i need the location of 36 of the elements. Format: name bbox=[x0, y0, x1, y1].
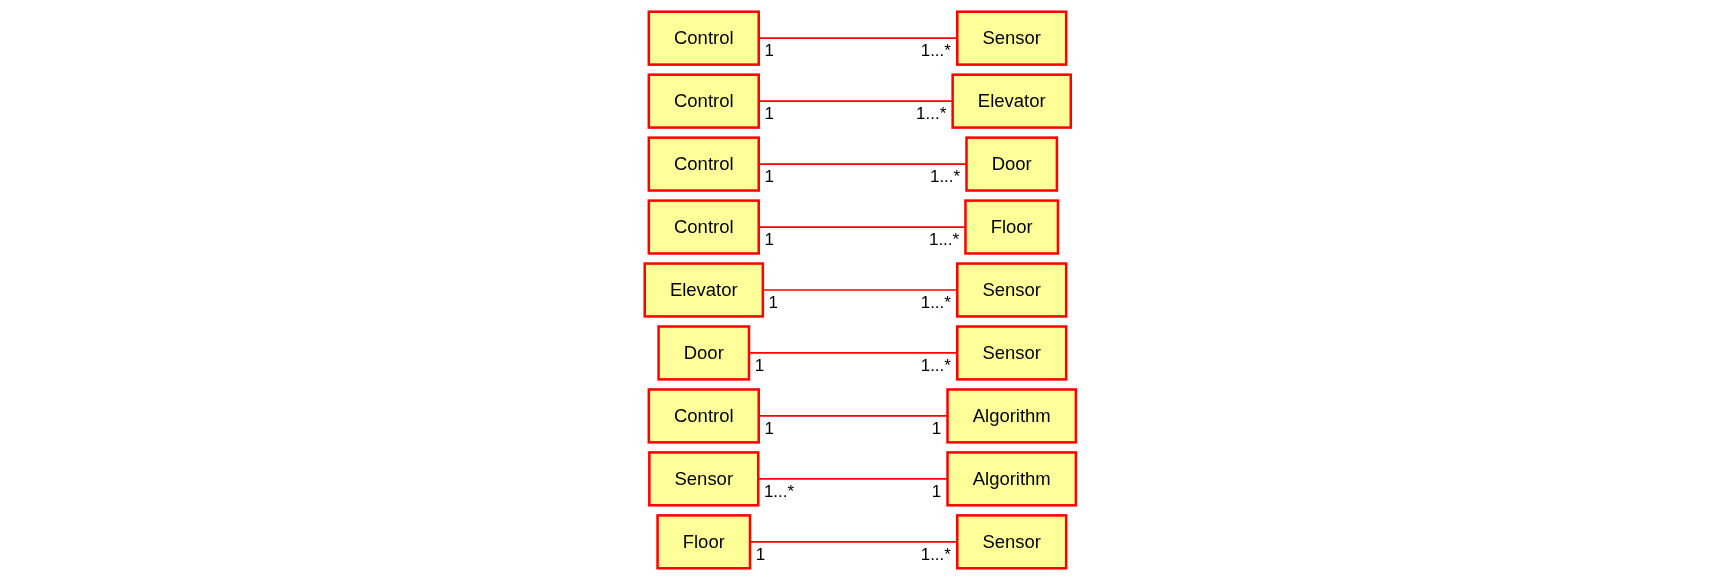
multiplicity-label: 1 bbox=[764, 105, 774, 123]
node-box: Sensor bbox=[955, 10, 1068, 66]
multiplicity-label: 1 bbox=[931, 482, 942, 500]
multiplicity-label: 1 bbox=[931, 419, 942, 437]
multiplicity-label: 1...* bbox=[763, 482, 795, 500]
multiplicity-label: 1...* bbox=[920, 42, 951, 60]
multiplicity-label: 1...* bbox=[929, 168, 961, 186]
multiplicity-label: 1 bbox=[755, 545, 766, 563]
node-box: Control bbox=[647, 388, 760, 444]
node-box: Algorithm bbox=[945, 388, 1077, 444]
node-box: Door bbox=[657, 325, 750, 381]
multiplicity-label: 1 bbox=[754, 356, 765, 374]
multiplicity-label: 1...* bbox=[928, 231, 960, 249]
node-box: Control bbox=[647, 73, 760, 129]
node-box: Sensor bbox=[955, 262, 1068, 318]
node-box: Floor bbox=[963, 199, 1059, 255]
multiplicity-label: 1 bbox=[768, 294, 778, 311]
node-box: Elevator bbox=[951, 73, 1072, 129]
node-box: Sensor bbox=[955, 514, 1068, 570]
node-box: Sensor bbox=[955, 325, 1068, 381]
node-box: Door bbox=[964, 136, 1058, 192]
multiplicity-label: 1...* bbox=[920, 356, 951, 374]
node-box: Sensor bbox=[647, 451, 760, 507]
node-box: Floor bbox=[656, 514, 751, 570]
multiplicity-label: 1 bbox=[764, 419, 774, 437]
node-box: Control bbox=[647, 10, 760, 66]
multiplicity-label: 1 bbox=[764, 42, 774, 60]
multiplicity-label: 1 bbox=[764, 168, 774, 186]
multiplicity-label: 1 bbox=[764, 231, 774, 249]
multiplicity-label: 1...* bbox=[920, 545, 951, 563]
node-box: Elevator bbox=[643, 262, 764, 318]
node-box: Algorithm bbox=[945, 451, 1077, 507]
node-box: Control bbox=[647, 199, 760, 255]
multiplicity-label: 1...* bbox=[920, 294, 951, 311]
multiplicity-label: 1...* bbox=[916, 105, 947, 123]
node-box: Control bbox=[647, 136, 760, 192]
